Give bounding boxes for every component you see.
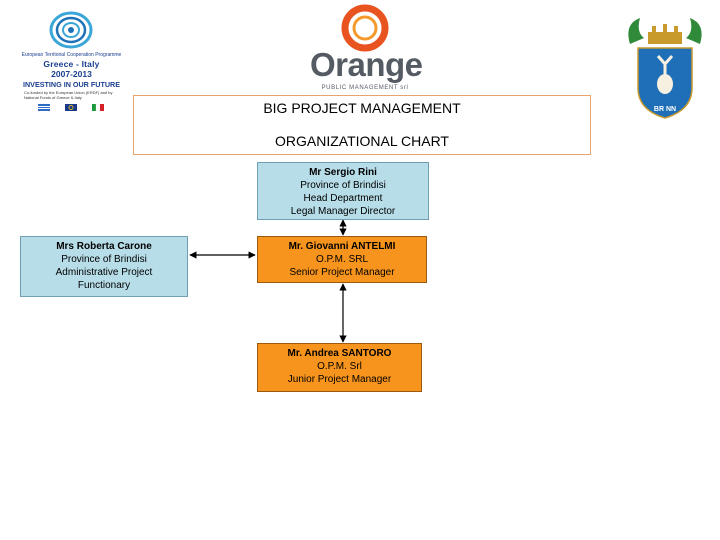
node-line: Junior Project Manager xyxy=(287,374,392,385)
node-andrea-santoro: Mr. Andrea SANTORO O.P.M. Srl Junior Pro… xyxy=(257,343,422,392)
crest-icon xyxy=(628,18,702,119)
orange-subtitle: PUBLIC MANAGEMENT srl xyxy=(321,85,409,91)
node-roberta-carone: Mrs Roberta Carone Province of Brindisi … xyxy=(20,236,188,297)
swirl-icon xyxy=(49,11,93,49)
orange-ring-icon xyxy=(341,4,389,52)
programme-line2: Greece - Italy xyxy=(43,59,100,69)
chart-title: BIG PROJECT MANAGEMENT xyxy=(263,100,461,116)
programme-logo: European Territorial Cooperation Program… xyxy=(14,10,129,111)
programme-line1: European Territorial Cooperation Program… xyxy=(21,52,122,58)
node-line: Functionary xyxy=(77,280,131,291)
flags-icon xyxy=(38,104,104,111)
crest-label: BR NN xyxy=(653,106,677,113)
node-name: Mr. Giovanni ANTELMI xyxy=(288,241,396,252)
node-line: Head Department xyxy=(303,193,383,204)
node-line: O.P.M. SRL xyxy=(315,254,369,265)
programme-line4: INVESTING IN OUR FUTURE xyxy=(22,80,121,89)
node-line: Legal Manager Director xyxy=(290,206,396,217)
orange-wordmark: Orange xyxy=(310,46,423,83)
orange-logo: Orange PUBLIC MANAGEMENT srl xyxy=(300,4,430,96)
programme-line5: Co-funded by the European Union (ERDF) a… xyxy=(24,90,113,100)
node-name: Mr Sergio Rini xyxy=(309,167,377,178)
node-name: Mr. Andrea SANTORO xyxy=(287,348,392,359)
title-box: BIG PROJECT MANAGEMENT ORGANIZATIONAL CH… xyxy=(133,95,591,155)
programme-line3: 2007-2013 xyxy=(51,69,92,79)
province-crest: BR NN xyxy=(622,14,708,122)
node-name: Mrs Roberta Carone xyxy=(56,241,152,252)
node-line: Senior Project Manager xyxy=(289,267,395,278)
node-line: O.P.M. Srl xyxy=(317,361,362,372)
node-sergio-rini: Mr Sergio Rini Province of Brindisi Head… xyxy=(257,162,429,220)
node-line: Administrative Project xyxy=(55,267,153,278)
node-line: Province of Brindisi xyxy=(300,180,386,191)
node-giovanni-antelmi: Mr. Giovanni ANTELMI O.P.M. SRL Senior P… xyxy=(257,236,427,283)
chart-subtitle: ORGANIZATIONAL CHART xyxy=(275,133,449,149)
node-line: Province of Brindisi xyxy=(61,254,147,265)
